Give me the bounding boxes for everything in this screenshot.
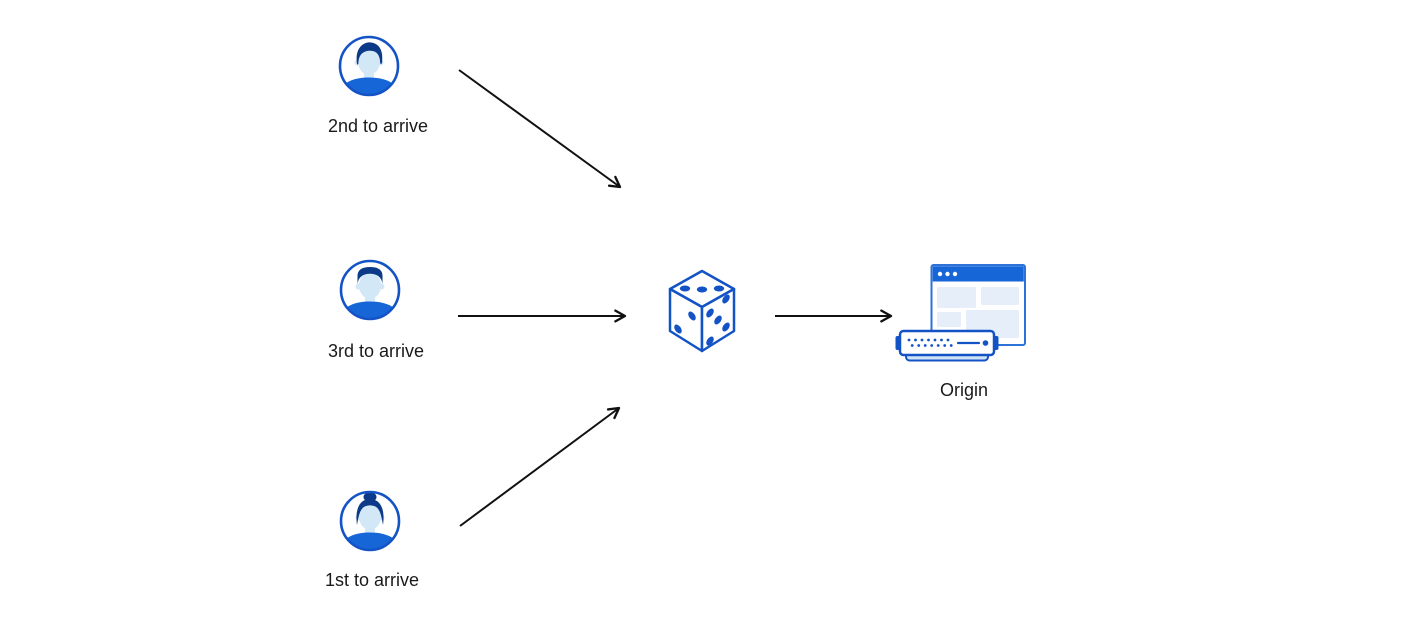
arrow-client1st-to-dice	[459, 406, 621, 527]
browser-window-and-server-icon	[895, 264, 1026, 362]
man-short-hair-avatar	[339, 259, 401, 321]
server-vent-dots	[907, 338, 953, 347]
client-label-3rd-to-arrive: 3rd to arrive	[327, 341, 425, 361]
window-dot	[945, 271, 950, 277]
server-status-light	[982, 340, 989, 346]
man-swept-hair-avatar	[338, 35, 400, 97]
dice-icon	[668, 269, 736, 353]
origin-label: Origin	[939, 380, 988, 400]
window-dot	[952, 271, 958, 277]
client-label-2nd-to-arrive: 2nd to arrive	[327, 116, 429, 136]
window-dot	[937, 271, 943, 277]
client-label-1st-to-arrive: 1st to arrive	[324, 570, 420, 590]
woman-hair-bun-avatar	[339, 490, 401, 552]
arrow-client2nd-to-dice	[458, 69, 622, 189]
